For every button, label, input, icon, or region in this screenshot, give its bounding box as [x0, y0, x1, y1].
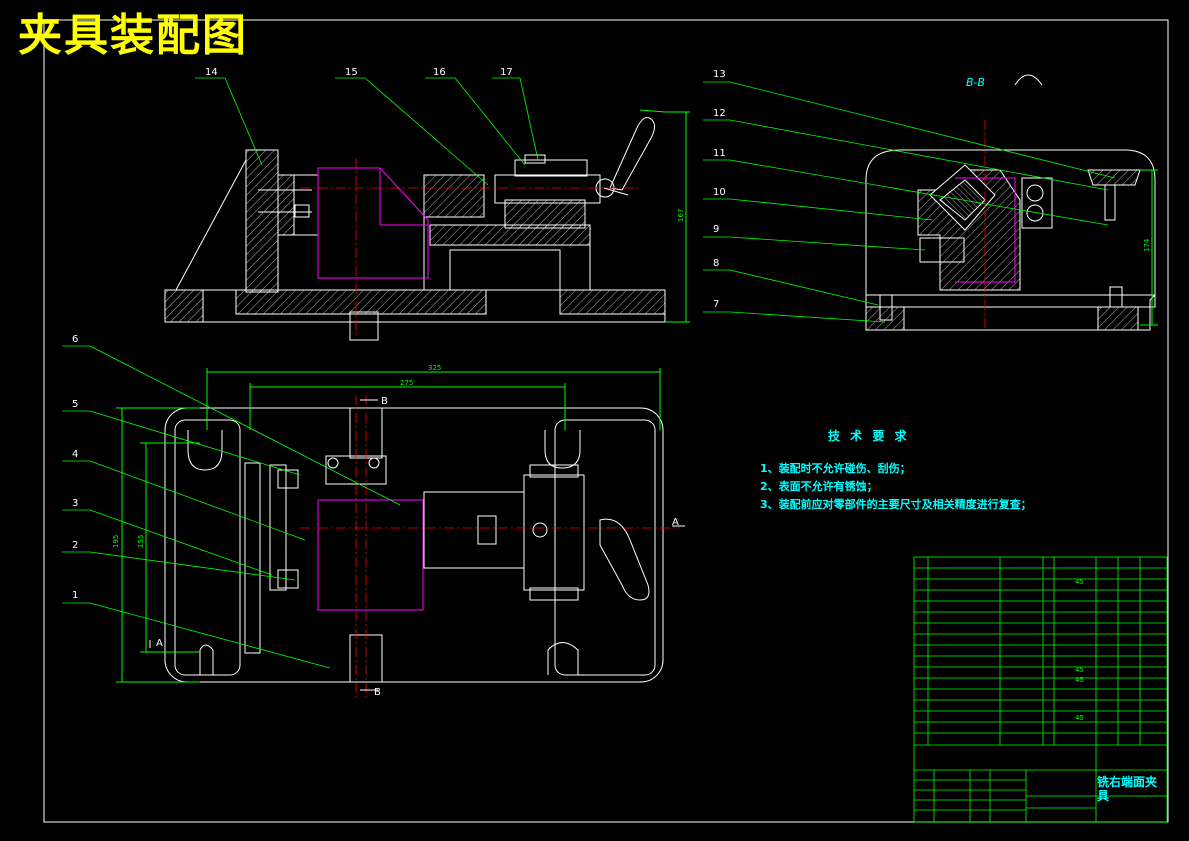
- part-number-13: 13: [713, 69, 726, 80]
- part-number-17: 17: [500, 67, 513, 78]
- part-number-16: 16: [433, 67, 446, 78]
- part-number-9: 9: [713, 224, 719, 235]
- base-hatch-left: [164, 289, 204, 323]
- part-number-8: 8: [713, 258, 719, 269]
- tech-requirement-3: 3、装配前应对零部件的主要尺寸及相关精度进行复查；: [760, 498, 1032, 511]
- locating-key: [349, 311, 379, 341]
- bom-material-value: 45: [1075, 578, 1084, 586]
- centerlines-top: [300, 395, 680, 700]
- dim-overall-length: 325: [428, 364, 441, 372]
- part-number-6: 6: [72, 334, 78, 345]
- part-number-2: 2: [72, 540, 78, 551]
- section-label: B-B: [966, 76, 985, 89]
- front-view: [164, 109, 690, 341]
- base-hatch-right: [559, 289, 666, 315]
- part-number-7: 7: [713, 299, 719, 310]
- dim-front-height: 167: [677, 209, 685, 222]
- centerlines-front: [300, 158, 640, 338]
- clamp-body-plan: [523, 474, 585, 591]
- handle-plan: [599, 518, 650, 601]
- bom-material-value: 45: [1075, 676, 1084, 684]
- section-view-bb: [865, 149, 1158, 331]
- view-marker-a-left: A: [156, 638, 163, 649]
- leader-lines: [62, 77, 1116, 669]
- tech-requirement-1: 1、装配时不允许碰伤、刮伤；: [760, 462, 911, 475]
- part-number-3: 3: [72, 498, 78, 509]
- part-number-5: 5: [72, 399, 78, 410]
- dim-side-height: 174: [1143, 238, 1151, 252]
- part-number-1: 1: [72, 590, 78, 601]
- screw-clamp: [494, 174, 601, 204]
- dim-hole-width: 155: [137, 535, 145, 548]
- part-number-14: 14: [205, 67, 218, 78]
- parts-list-table: [913, 556, 1168, 823]
- bom-material-value: 45: [1075, 714, 1084, 722]
- rotation-arrow-icon: [1014, 74, 1043, 86]
- part-number-12: 12: [713, 108, 726, 119]
- part-number-11: 11: [713, 148, 726, 159]
- support-block: [423, 174, 485, 218]
- handle: [609, 117, 656, 191]
- material-values: 45 45 45 45: [1075, 578, 1084, 722]
- part-number-10: 10: [713, 187, 726, 198]
- part-number-4: 4: [72, 449, 78, 460]
- section-arrows: [149, 399, 685, 691]
- view-marker-b-bottom: B: [374, 687, 381, 698]
- left-upright: [245, 149, 279, 293]
- workpiece-front: [317, 167, 429, 279]
- tech-requirement-2: 2、表面不允许有锈蚀；: [760, 480, 878, 493]
- drawing-title: 夹具装配图: [18, 10, 248, 61]
- part-number-15: 15: [345, 67, 358, 78]
- view-marker-b-top: B: [381, 396, 388, 407]
- dim-overall-width: 195: [112, 535, 120, 548]
- top-view: [164, 407, 664, 683]
- dimensions-top: [116, 368, 661, 683]
- dim-hole-spacing: 275: [400, 379, 413, 387]
- bom-material-value: 45: [1075, 666, 1084, 674]
- tech-requirements-heading: 技 术 要 求: [828, 429, 910, 443]
- base-hatch-mid: [235, 289, 487, 315]
- drawing-frame: [43, 19, 1169, 823]
- workpiece-top: [317, 499, 424, 611]
- drawing-name: 铣右端面夹具: [1097, 775, 1158, 803]
- base-plan: [164, 407, 664, 683]
- view-marker-a-right: A: [672, 517, 679, 528]
